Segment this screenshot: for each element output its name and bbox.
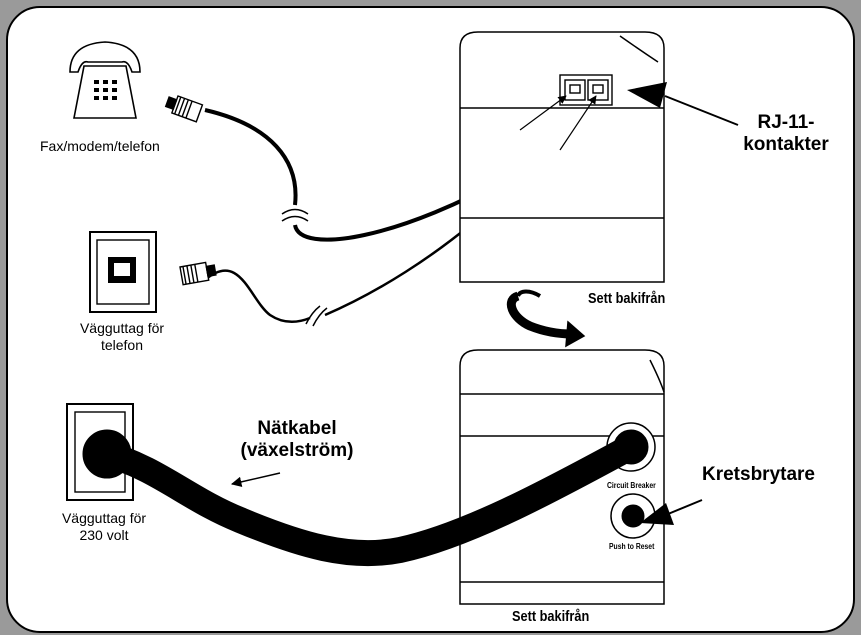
power-cable — [95, 437, 638, 567]
power-outlet-label-line2: 230 volt — [79, 527, 129, 543]
cable-break-mark — [281, 208, 309, 222]
telephone-label: Fax/modem/telefon — [40, 138, 160, 154]
breaker-label: Kretsbrytare — [702, 464, 815, 485]
telephone-icon — [69, 41, 141, 119]
rotate-arrow-icon — [506, 289, 586, 348]
phone-wall-jack-label: Vägguttag för telefon — [52, 320, 192, 354]
breaker-pointer-arrow — [640, 499, 703, 525]
circuit-breaker-text: Circuit Breaker — [607, 481, 656, 490]
ups-unit-top — [459, 31, 665, 283]
circuit-breaker-button — [610, 493, 656, 539]
power-outlet-label: Vägguttag för 230 volt — [34, 510, 174, 544]
cable-break-mark-2 — [305, 305, 328, 327]
rj11-label-line1: RJ-11- — [757, 112, 815, 133]
rj11-label-line2: kontakter — [743, 134, 829, 155]
push-to-reset-text: Push to Reset — [609, 542, 655, 551]
power-cable-label: Nätkabel (växelström) — [232, 418, 362, 462]
phone-wall-jack-label-line2: telefon — [100, 337, 144, 353]
phone-wall-jack-icon — [89, 231, 157, 313]
rj11-ports — [559, 74, 613, 106]
power-cable-label-line2: (växelström) — [240, 440, 354, 461]
rear-view-bottom-label: Sett bakifrån — [512, 608, 590, 625]
power-cable-pointer — [230, 472, 281, 488]
power-outlet-label-line1: Vägguttag för — [61, 510, 147, 526]
rear-view-top-label: Sett bakifrån — [588, 290, 666, 307]
plug-insertion-arrows — [519, 95, 597, 151]
rj11-label: RJ-11- kontakter — [730, 112, 842, 156]
power-cable-label-line1: Nätkabel — [257, 418, 337, 439]
rj11-pointer-arrow — [627, 82, 739, 126]
phone-wall-jack-label-line1: Vägguttag för — [79, 320, 165, 336]
